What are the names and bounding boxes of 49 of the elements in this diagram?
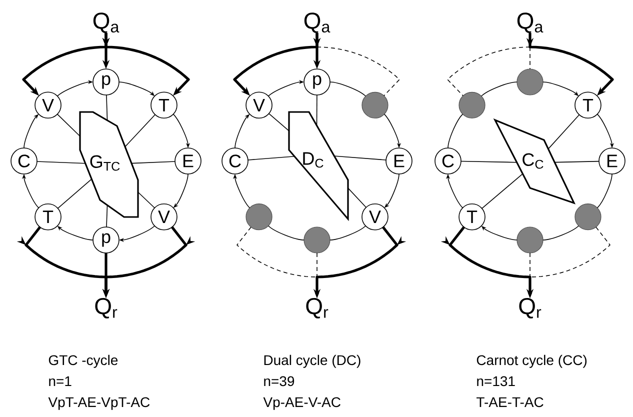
caption-text: n=39 <box>264 376 294 386</box>
connector-line <box>596 174 612 208</box>
heat-label: Q$_{a}$ <box>304 12 330 33</box>
connector-line <box>106 204 108 228</box>
caption-text: GTC -cycle <box>48 354 118 368</box>
heat-label: Q$_{r}$ <box>519 298 542 318</box>
connector-line <box>106 94 108 121</box>
filled-circle <box>574 204 602 230</box>
filled-circle <box>516 68 544 96</box>
connector-line <box>460 160 518 163</box>
caption-text: n=131 <box>477 376 515 386</box>
connector-line <box>482 173 524 209</box>
caption-text: Carnot cycle (CC) <box>476 354 587 368</box>
connector-line <box>124 114 156 148</box>
dashed-line <box>316 32 400 96</box>
caption-text: VpT-AE-VpT-AC <box>48 397 150 410</box>
connector-line <box>548 114 580 150</box>
filled-circle <box>362 92 388 118</box>
connector-line <box>268 225 304 240</box>
connector-line <box>36 161 86 164</box>
filled-circle <box>304 226 330 254</box>
connector-line <box>480 82 518 97</box>
filled-circle <box>516 226 544 254</box>
connector-line <box>316 94 318 126</box>
cycle-polygon: D$_{C}$ <box>288 111 349 222</box>
connector-line <box>330 225 366 240</box>
caption-text: n=1 <box>49 376 72 386</box>
cycle-polygon: G$_{TC}$ <box>79 111 139 218</box>
filled-circle <box>246 204 272 230</box>
connector-line <box>138 192 155 208</box>
connector-line <box>348 188 366 208</box>
connector-line <box>542 225 580 240</box>
connector-line <box>268 113 290 132</box>
heat-label: Q$_{a}$ <box>517 12 544 33</box>
connector-line <box>56 114 80 137</box>
connector-line <box>248 156 295 160</box>
connector-line <box>554 160 600 163</box>
caption-text: T-AE-T-AC <box>476 397 544 408</box>
connector-line <box>334 156 386 160</box>
heat-label: Q$_{r}$ <box>95 298 118 318</box>
heat-label: Q$_{a}$ <box>93 12 120 33</box>
connector-line <box>57 178 92 209</box>
connector-line <box>448 114 464 148</box>
heat-label: Q$_{r}$ <box>306 298 328 318</box>
caption-text: Vp-AE-V-AC <box>263 397 340 410</box>
connector-line <box>330 82 366 97</box>
connector-line <box>131 161 176 164</box>
caption-text: Dual cycle (DC) <box>264 354 360 368</box>
filled-circle <box>458 92 486 118</box>
